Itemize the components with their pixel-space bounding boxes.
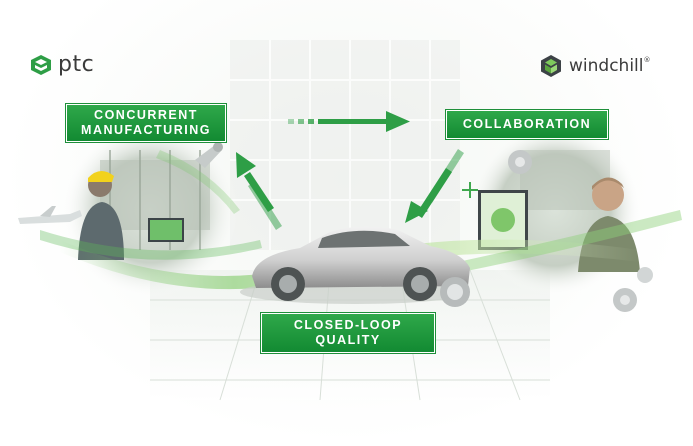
windchill-logo-icon bbox=[541, 55, 561, 77]
concurrent-manufacturing-text: CONCURRENT MANUFACTURING bbox=[81, 108, 211, 137]
windchill-logo-word: windchill bbox=[569, 56, 644, 76]
arrow-right-icon bbox=[288, 111, 410, 132]
registered-mark: ® bbox=[643, 56, 651, 64]
windchill-logo-text: windchill® bbox=[569, 56, 650, 76]
background-grid bbox=[230, 40, 460, 250]
factory-worker-scene bbox=[18, 122, 238, 298]
collaboration-text: COLLABORATION bbox=[462, 117, 592, 131]
ptc-logo-icon bbox=[31, 54, 51, 75]
closed-loop-quality-label: CLOSED-LOOP QUALITY bbox=[262, 314, 434, 352]
concurrent-manufacturing-label: CONCURRENT MANUFACTURING bbox=[67, 105, 225, 141]
arrow-down-left-icon bbox=[405, 149, 464, 223]
windchill-logo[interactable]: windchill® bbox=[539, 54, 650, 78]
ptc-logo-text: ptc bbox=[58, 52, 95, 77]
car-model bbox=[240, 226, 470, 307]
collaboration-label: COLLABORATION bbox=[447, 111, 607, 138]
closed-loop-quality-text: CLOSED-LOOP QUALITY bbox=[293, 318, 403, 347]
arrow-up-left-icon bbox=[236, 152, 282, 230]
ptc-logo[interactable]: ptc bbox=[30, 52, 94, 77]
